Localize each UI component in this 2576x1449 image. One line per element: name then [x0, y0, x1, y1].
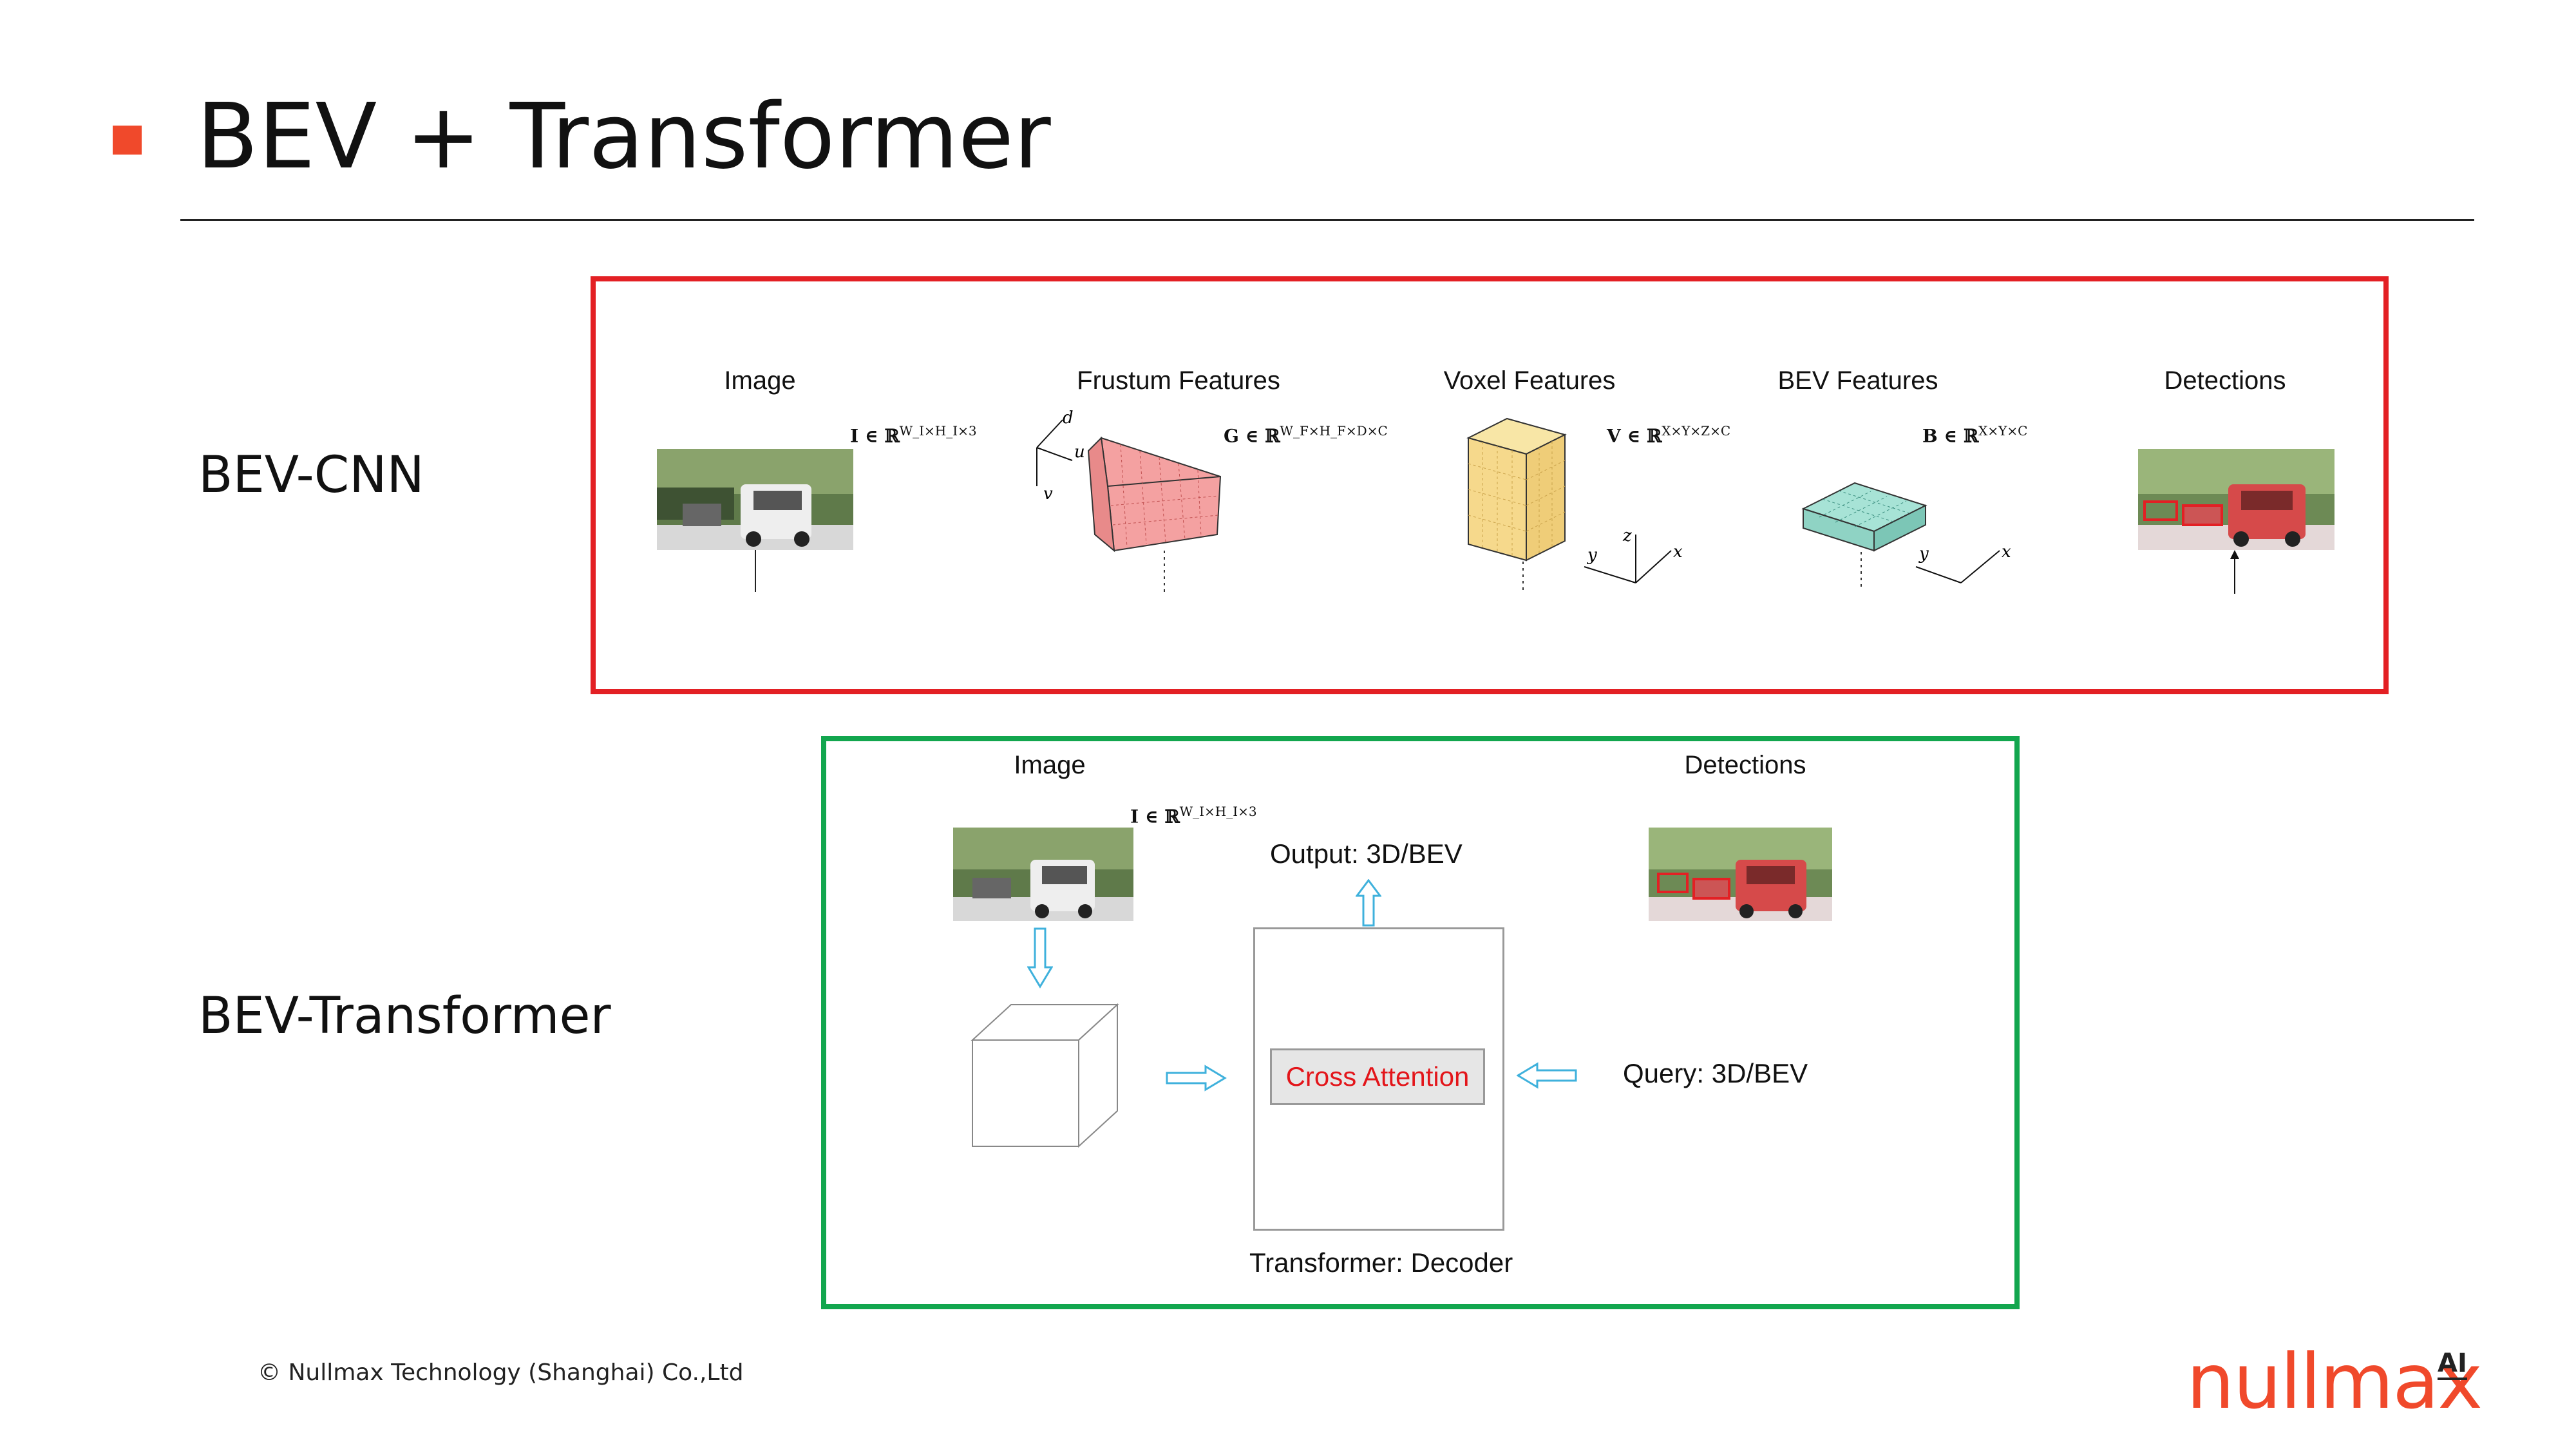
bev-features-figure: y x	[1801, 482, 2011, 589]
tr-image-label: Image	[1014, 751, 1086, 779]
footer-copyright: © Nullmax Technology (Shanghai) Co.,Ltd	[258, 1359, 743, 1387]
svg-text:z: z	[1622, 526, 1632, 545]
cnn-stage-label-voxel: Voxel Features	[1443, 366, 1616, 395]
copyright-icon: ©	[258, 1359, 281, 1386]
tr-image-thumbnail	[953, 828, 1133, 921]
bev-cnn-panel	[591, 276, 2389, 694]
svg-text:x: x	[2002, 542, 2011, 562]
cnn-math-bev: B ∈ ℝX×Y×C	[1922, 423, 2028, 447]
cnn-math-frustum: G ∈ ℝW_F×H_F×D×C	[1224, 423, 1388, 447]
svg-text:y: y	[1587, 545, 1597, 565]
cnn-detections-arrow	[2230, 550, 2239, 594]
cnn-image-thumbnail	[657, 449, 853, 550]
cnn-stage-label-bev: BEV Features	[1777, 366, 1938, 395]
svg-text:v: v	[1043, 484, 1053, 504]
detections-photo-illustration	[2138, 449, 2334, 550]
cross-attention-label: Cross Attention	[1285, 1061, 1470, 1092]
cnn-math-voxel: V ∈ ℝX×Y×Z×C	[1607, 423, 1731, 447]
title-bullet	[113, 126, 142, 155]
nullmax-logo: nullmax	[2186, 1337, 2483, 1426]
cnn-detections-thumbnail	[2138, 449, 2334, 550]
tr-detections-label: Detections	[1684, 751, 1806, 779]
frustum-features-figure: d u v	[1036, 408, 1222, 592]
row-label-bev-cnn: BEV-CNN	[198, 446, 424, 504]
row-label-bev-transformer: BEV-Transformer	[198, 987, 611, 1045]
cnn-stage-label-image: Image	[724, 366, 796, 395]
street-photo-illustration	[657, 449, 853, 550]
tr-detections-thumbnail	[1649, 828, 1832, 921]
wireframe-cube	[971, 1003, 1119, 1148]
cnn-stage-label-detections: Detections	[2164, 366, 2286, 395]
detections-photo-illustration	[1649, 828, 1832, 921]
tr-image-math: I ∈ ℝW_I×H_I×3	[1130, 804, 1257, 828]
logo-ai-suffix: AI	[2438, 1349, 2467, 1380]
decoder-label: Transformer: Decoder	[1249, 1247, 1513, 1278]
query-label: Query: 3D/BEV	[1623, 1058, 1808, 1088]
output-label: Output: 3D/BEV	[1270, 838, 1463, 869]
query-to-decoder-arrow	[1517, 1062, 1577, 1089]
page-title: BEV + Transformer	[196, 84, 1051, 189]
cnn-math-image: I ∈ ℝW_I×H_I×3	[850, 423, 977, 447]
svg-text:x: x	[1673, 542, 1683, 562]
svg-text:d: d	[1063, 408, 1074, 428]
cnn-stage-label-frustum: Frustum Features	[1077, 366, 1280, 395]
street-photo-illustration	[953, 828, 1133, 921]
svg-text:u: u	[1074, 442, 1085, 462]
title-divider	[180, 219, 2474, 221]
voxel-features-figure: z y x	[1466, 417, 1683, 592]
cross-attention-box: Cross Attention	[1270, 1048, 1485, 1105]
bev-transformer-panel	[821, 736, 2020, 1309]
cnn-image-stem	[755, 550, 756, 592]
svg-text:y: y	[1918, 544, 1929, 564]
footer-text: Nullmax Technology (Shanghai) Co.,Ltd	[288, 1359, 744, 1386]
image-to-cube-arrow	[1027, 927, 1053, 989]
decoder-output-arrow	[1356, 879, 1381, 927]
cube-to-decoder-arrow	[1166, 1065, 1227, 1092]
